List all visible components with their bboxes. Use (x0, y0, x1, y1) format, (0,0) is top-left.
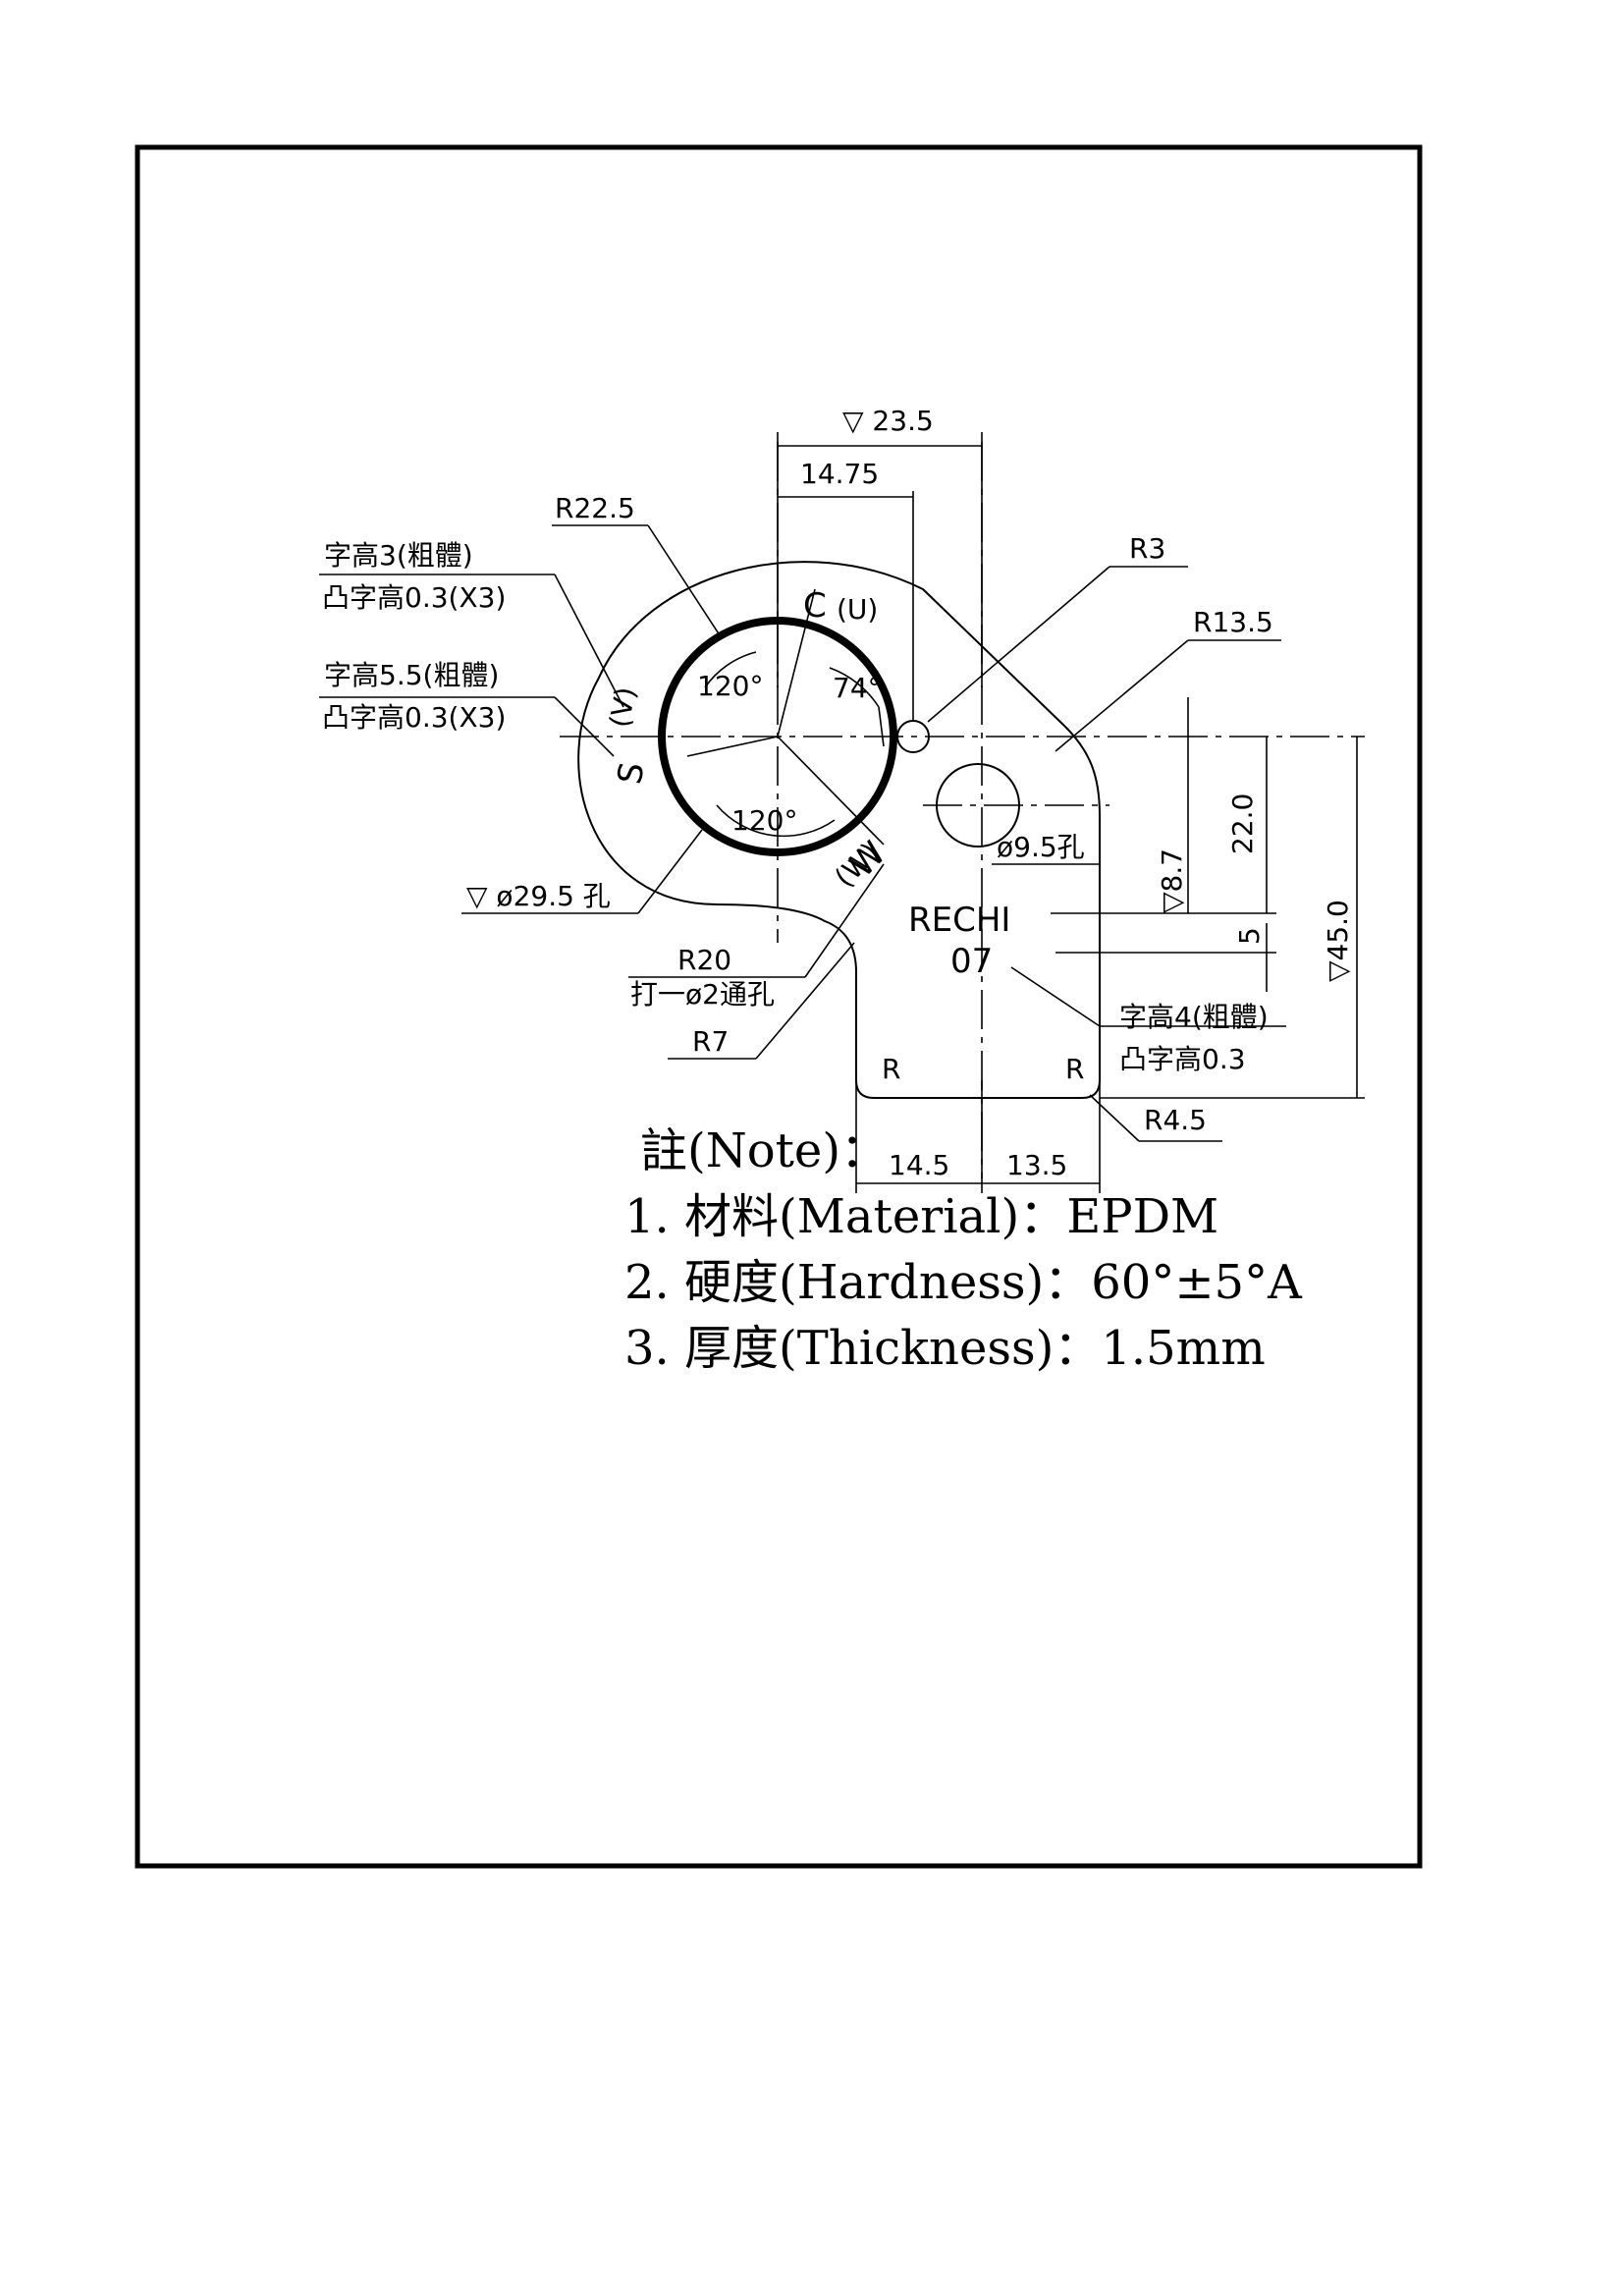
label-r7: R7 (692, 1025, 729, 1058)
angle-120-top: 120° (697, 670, 763, 702)
top-dimensions: ▽ 23.5 14.75 (777, 405, 983, 722)
callout-a-line1: 字高3(粗體) (324, 539, 473, 572)
angle-lines (686, 588, 885, 846)
note-item-3: 3. 厚度(Thickness)：1.5mm (624, 1321, 1266, 1376)
note-item-1: 1. 材料(Material)：EPDM (624, 1189, 1218, 1244)
dim-14-5: 14.5 (889, 1149, 949, 1181)
angle-120-bottom: 120° (731, 804, 797, 837)
callout-c-line1: 字高4(粗體) (1119, 1001, 1269, 1033)
engrave-c: C (803, 586, 827, 626)
callout-b-line1: 字高5.5(粗體) (324, 659, 499, 691)
notes-heading: 註(Note)： (640, 1123, 888, 1178)
notes-block: 註(Note)： 1. 材料(Material)：EPDM 2. 硬度(Hard… (624, 1123, 1303, 1376)
dim-8-7: ▽8.7 (1156, 848, 1188, 913)
callout-a-line2: 凸字高0.3(X3) (322, 581, 506, 614)
corner-r-right: R (1065, 1053, 1084, 1085)
right-dimensions: ▽8.7 22.0 5 ▽45.0 (1156, 697, 1358, 1098)
dim-45-0: ▽45.0 (1322, 900, 1354, 982)
dim-14-75: 14.75 (800, 458, 879, 490)
engrave-s: S (610, 759, 652, 787)
corner-r-left: R (882, 1053, 900, 1085)
label-hole-29-5: ▽ ø29.5 孔 (466, 880, 611, 912)
engrave-rechi: RECHI (908, 901, 1010, 940)
callout-b-line2: 凸字高0.3(X3) (322, 701, 506, 734)
dim-13-5: 13.5 (1006, 1149, 1067, 1181)
label-r20-note: 打一ø2通孔 (630, 978, 775, 1011)
dim-5: 5 (1233, 927, 1266, 945)
engrave-07: 07 (950, 942, 993, 981)
dim-23-5: ▽ 23.5 (842, 405, 934, 437)
engrave-s-sub: (V) (603, 684, 642, 730)
angle-74: 74° (833, 672, 882, 704)
label-r13-5: R13.5 (1193, 606, 1273, 638)
label-r4-5: R4.5 (1144, 1104, 1207, 1136)
engrave-c-sub: (U) (837, 593, 878, 626)
label-r22-5: R22.5 (555, 492, 635, 524)
dim-22-0: 22.0 (1226, 793, 1259, 854)
bottom-dimensions: 14.5 13.5 R R (855, 1053, 1101, 1193)
drawing-frame (135, 144, 1423, 1869)
leaders: R22.5 R3 R13.5 ø9.5孔 ▽ ø29.5 孔 R20 打一ø2通… (319, 492, 1286, 1142)
callout-c-line2: 凸字高0.3 (1119, 1043, 1246, 1075)
label-r3: R3 (1129, 532, 1165, 565)
label-hole-9-5: ø9.5孔 (997, 831, 1085, 863)
engrave-w-sub: (W) (829, 837, 886, 894)
note-item-2: 2. 硬度(Hardness)：60°±5°A (624, 1255, 1303, 1310)
label-r20: R20 (677, 944, 731, 976)
